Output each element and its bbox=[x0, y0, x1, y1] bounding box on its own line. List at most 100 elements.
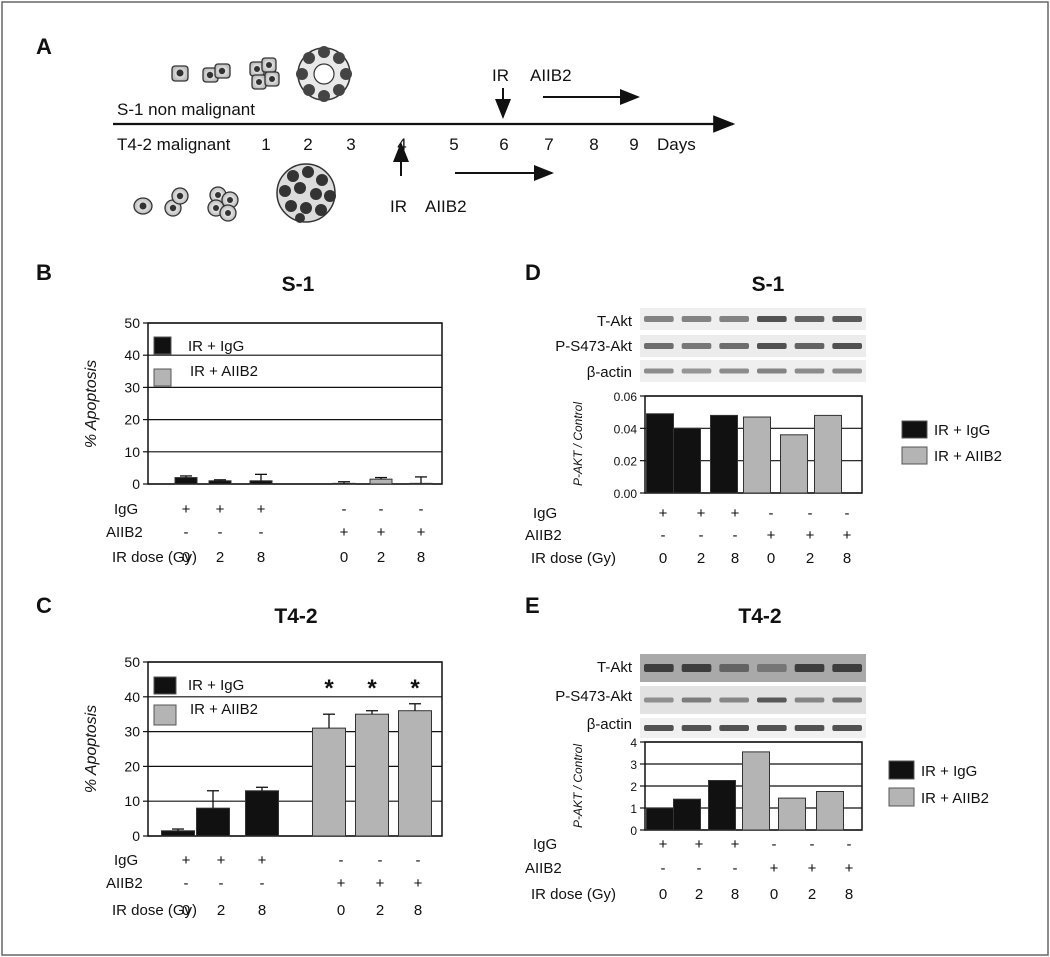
panel-label-b: B bbox=[36, 260, 52, 285]
bar-aiib2-1 bbox=[355, 713, 389, 837]
bar-igg-2 bbox=[710, 414, 738, 494]
blot-band bbox=[832, 368, 862, 374]
condition-cell: 0 bbox=[337, 902, 345, 919]
legend-e-aiib2-swatch bbox=[888, 787, 915, 807]
legend-c-igg-swatch bbox=[153, 676, 177, 695]
condition-row-label: IR dose (Gy) bbox=[531, 886, 616, 903]
bar-aiib2-0 bbox=[742, 751, 770, 831]
chart-d-title: S-1 bbox=[752, 273, 785, 296]
condition-cell: - bbox=[661, 527, 666, 544]
t42-label: T4-2 malignant bbox=[117, 135, 231, 154]
condition-cell: + bbox=[697, 505, 706, 522]
blot-e-ps473-background bbox=[640, 686, 866, 714]
y-tick-label: 0.06 bbox=[614, 390, 638, 404]
blot-band bbox=[794, 725, 825, 731]
legend-b-aiib2-label: IR + AIIB2 bbox=[190, 363, 258, 380]
condition-cell: + bbox=[376, 875, 385, 892]
blot-band bbox=[719, 725, 749, 731]
chart-e-title: T4-2 bbox=[738, 605, 781, 628]
condition-cell: - bbox=[378, 852, 383, 869]
day-ticks: 123456789 bbox=[261, 135, 638, 154]
blot-d-actin-background bbox=[640, 360, 866, 382]
legend-b-igg-swatch bbox=[153, 336, 172, 355]
bar-igg-2 bbox=[249, 480, 273, 485]
condition-row-label: AIIB2 bbox=[525, 527, 562, 544]
bar-aiib2-1 bbox=[369, 478, 393, 485]
condition-cell: - bbox=[218, 524, 223, 541]
legend-b: IR + IgG IR + AIIB2 bbox=[153, 336, 258, 387]
condition-cell: 2 bbox=[217, 902, 225, 919]
condition-cell: 0 bbox=[659, 550, 667, 567]
plot-area bbox=[147, 661, 443, 837]
blot-band bbox=[757, 343, 787, 349]
condition-row-label: IR dose (Gy) bbox=[531, 550, 616, 567]
bar-igg-1 bbox=[673, 798, 701, 831]
condition-cell: + bbox=[377, 524, 386, 541]
condition-cell: 8 bbox=[845, 886, 853, 903]
panel-label-d: D bbox=[525, 260, 541, 285]
y-tick-label: 20 bbox=[124, 412, 140, 428]
condition-row-label: IgG bbox=[533, 836, 557, 853]
blot-band bbox=[757, 725, 787, 731]
blot-band bbox=[832, 343, 862, 349]
condition-cell: 2 bbox=[377, 549, 385, 566]
blot-d-ps473 bbox=[640, 335, 866, 357]
bar-igg-0 bbox=[161, 830, 195, 837]
blot-e-takt bbox=[640, 654, 866, 682]
condition-row-label: IR dose (Gy) bbox=[112, 902, 197, 919]
condition-cell: - bbox=[379, 501, 384, 518]
y-tick-label: 10 bbox=[124, 444, 140, 460]
blot-band bbox=[832, 664, 862, 672]
bar-igg-0 bbox=[646, 413, 674, 494]
blot-band bbox=[644, 368, 674, 374]
condition-cell: - bbox=[184, 524, 189, 541]
blot-d-takt bbox=[640, 308, 866, 330]
chart-b-title: S-1 bbox=[282, 273, 315, 296]
condition-cell: 8 bbox=[258, 902, 266, 919]
condition-cell: + bbox=[806, 527, 815, 544]
s1-label: S-1 non malignant bbox=[117, 100, 255, 119]
blot-e-actin bbox=[640, 718, 866, 738]
blot-band bbox=[644, 664, 674, 672]
condition-cell: - bbox=[661, 860, 666, 877]
condition-cell: - bbox=[184, 875, 189, 892]
y-tick-label: 0 bbox=[132, 828, 140, 844]
condition-cell: + bbox=[731, 505, 740, 522]
condition-cell: - bbox=[808, 505, 813, 522]
blot-band bbox=[757, 368, 787, 374]
blot-band bbox=[681, 725, 712, 731]
blot-band bbox=[757, 316, 787, 322]
bar-igg-2 bbox=[708, 780, 736, 831]
condition-cell: - bbox=[847, 836, 852, 853]
day-label-9: 9 bbox=[629, 135, 638, 154]
y-tick-label: 20 bbox=[124, 758, 140, 774]
bar-aiib2-1 bbox=[780, 434, 808, 494]
day-label-1: 1 bbox=[261, 135, 270, 154]
blot-band bbox=[644, 343, 674, 349]
day-label-3: 3 bbox=[346, 135, 355, 154]
day-label-7: 7 bbox=[544, 135, 553, 154]
s1-single-cell-icon bbox=[171, 65, 189, 82]
y-tick-label: 40 bbox=[124, 347, 140, 363]
condition-cell: + bbox=[767, 527, 776, 544]
s1-small-cluster-icon bbox=[249, 57, 280, 90]
condition-cell: - bbox=[259, 524, 264, 541]
y-tick-label: 0 bbox=[132, 476, 140, 492]
blot-band bbox=[832, 725, 862, 731]
y-tick-label: 0.04 bbox=[614, 422, 638, 436]
condition-row-label: IgG bbox=[533, 505, 557, 522]
blot-band bbox=[719, 664, 749, 672]
blot-band bbox=[681, 368, 712, 374]
condition-cell: - bbox=[769, 505, 774, 522]
timeline-panel: S-1 non malignant T4-2 malignant 1234567… bbox=[113, 46, 736, 223]
y-tick-label: 10 bbox=[124, 793, 140, 809]
legend-e-igg-label: IR + IgG bbox=[921, 763, 977, 780]
legend-e-igg-swatch bbox=[888, 760, 915, 780]
significance-asterisk: * bbox=[324, 675, 334, 702]
